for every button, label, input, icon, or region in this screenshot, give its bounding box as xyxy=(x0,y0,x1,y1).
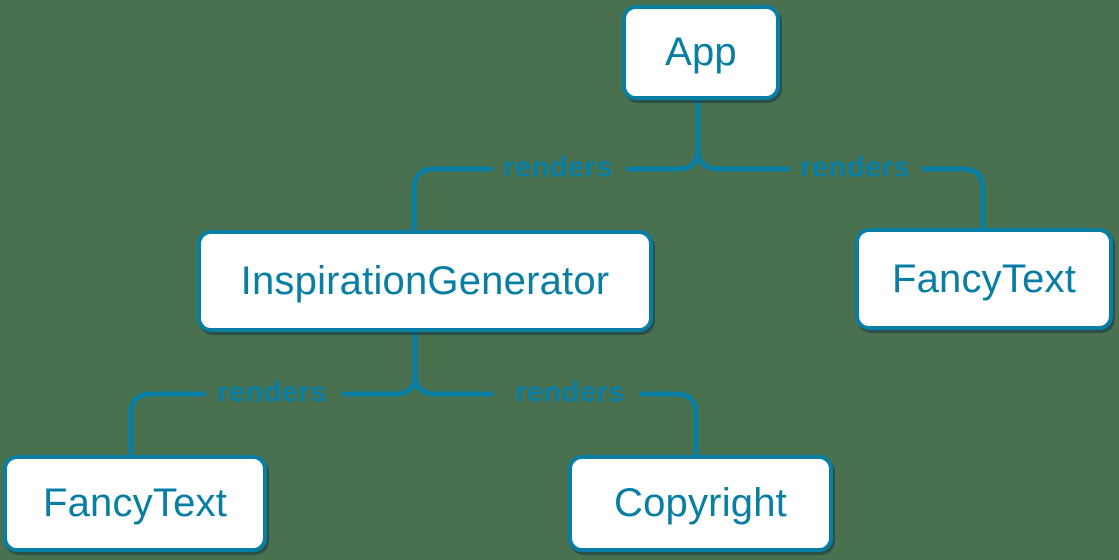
node-copyright: Copyright xyxy=(568,455,833,552)
edge-label-renders-inspirationgenerator-copyright: renders xyxy=(515,376,625,409)
node-fancy-text-top-label: FancyText xyxy=(891,256,1077,301)
edge-label-renders-app-fancytext: renders xyxy=(800,151,910,184)
node-copyright-label: Copyright xyxy=(614,481,787,525)
node-app: App xyxy=(622,5,780,100)
edge-label-renders-inspirationgenerator-fancytext: renders xyxy=(217,376,327,409)
node-fancy-text-bottom: FancyText xyxy=(3,455,267,552)
node-app-label: App xyxy=(665,30,737,74)
node-inspiration-generator-label: InspirationGenerator xyxy=(240,258,610,303)
node-fancy-text-top: FancyText xyxy=(855,228,1113,330)
node-inspiration-generator: InspirationGenerator xyxy=(197,230,653,332)
edge-app-fancytext xyxy=(695,146,986,230)
edge-label-renders-app-inspirationgenerator: renders xyxy=(503,151,613,184)
edge-inspirationgenerator-copyright xyxy=(412,371,699,457)
node-fancy-text-bottom-label: FancyText xyxy=(42,481,228,525)
